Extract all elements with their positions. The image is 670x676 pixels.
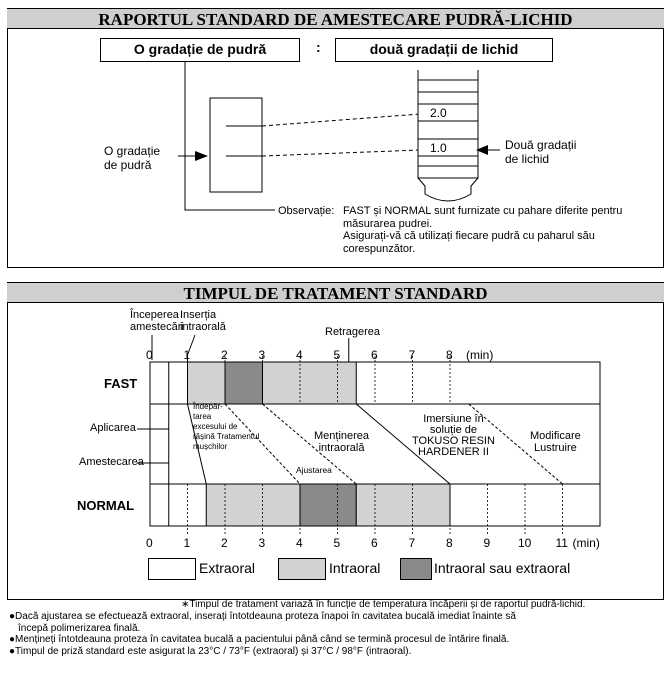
connector-insert [187,403,207,485]
step-remove-excess: Îndepăr- tarea excesului de rășină Trata… [193,402,260,451]
bottom-tick-label: 3 [259,536,266,550]
legend-label-extraoral: Extraoral [199,560,256,576]
liquid-drops-box: două gradații de lichid [335,38,553,62]
legend-label-either: Intraoral sau extraoral [434,560,571,576]
footnotes: ●Dacă ajustarea se efectuează extraoral,… [9,611,516,657]
footnote-adjustment-cont: începă polimerizarea finală. [18,622,141,634]
legend-swatch-extraoral [148,558,196,580]
treatment-timeline: 0 1 2 3 4 5 6 7 8 (min) 0 1 2 3 4 5 6 7 8 9 10 11 (min) [137,334,601,550]
bottom-tick-label: 4 [296,536,303,550]
top-tick-label: 0 [146,348,153,362]
powder-arrow [195,151,208,161]
vial-mark-1: 1.0 [430,141,447,155]
top-tick-label: 1 [184,348,191,362]
note-leader-line [184,62,275,211]
bottom-tick-label: 5 [334,536,341,550]
step-adjustment: Ajustarea [296,465,332,475]
step-intraoral-keep: Menținerea intraorală [314,430,370,454]
top-tick-label: 7 [409,348,416,362]
legend-swatch-either [400,558,432,580]
powder-label: O gradație de pudră [104,144,161,172]
top-tick-label: 4 [296,348,303,362]
liquid-arrow [476,145,488,155]
fast-either-segment [224,361,263,405]
insert-leader [187,334,196,356]
liquid-vial [417,70,479,202]
footnote-setting-time: ●Timpul de priză standard este asigurat … [9,645,412,657]
ratio-colon: : [316,39,321,55]
top-tick-label: 6 [371,348,378,362]
top-tick-label: 8 [446,348,453,362]
row-label-normal: NORMAL [77,498,135,513]
fast-intraoral-segment-2 [262,361,357,405]
connector-adjust-start [224,403,301,485]
mixing-diagram [178,62,500,211]
label-intraoral-insertion: Inserția intraorală [180,309,226,333]
row-label-fast: FAST [104,376,138,391]
connector-polish [468,403,563,485]
connector-adjust-end [262,403,357,485]
bottom-tick-label: 8 [446,536,453,550]
side-label-application: Aplicarea [90,422,136,434]
step-polishing: Modificare Lustruire [530,430,581,454]
top-tick-label: 2 [221,348,228,362]
bottom-tick-label: 2 [221,536,228,550]
liquid-label: Două gradații de lichid [505,138,577,166]
top-tick-label: 5 [334,348,341,362]
fast-intraoral-segment-1 [187,361,226,405]
treatment-time-title: TIMPUL DE TRATAMENT STANDARD [7,282,664,303]
footnote-variation: ∗Timpul de tratament variază în funcție … [181,599,586,610]
bottom-tick-label: 10 [518,536,532,550]
powder-scoop [209,97,263,193]
bottom-tick-label: 11 [556,536,569,550]
bottom-tick-label: 1 [184,536,191,550]
legend-label-intraoral: Intraoral [329,560,381,576]
vial-mark-2: 2.0 [430,106,447,120]
label-start-mixing: Începerea amestecări [130,309,184,333]
legend-swatch-intraoral [278,558,326,580]
bottom-tick-label: 9 [484,536,491,550]
footnote-keep-mouth: ●Mențineți întotdeauna proteza în cavita… [9,634,510,645]
step-immersion: Imersiune în soluție de TOKUSO RESIN HAR… [412,413,495,458]
top-unit-label: (min) [466,348,493,362]
label-removal: Retragerea [325,326,381,338]
bottom-tick-label: 7 [409,536,416,550]
note-text: FAST și NORMAL sunt furnizate cu pahare … [343,205,623,255]
bottom-tick-label: 0 [146,536,153,550]
normal-intraoral-segment-1 [205,483,301,527]
top-tick-label: 3 [259,348,266,362]
normal-intraoral-segment-2 [355,483,451,527]
bottom-tick-label: 6 [371,536,378,550]
footnote-adjustment: ●Dacă ajustarea se efectuează extraoral,… [9,611,516,622]
connector-remove [355,403,451,485]
mixing-ratio-title: RAPORTUL STANDARD DE AMESTECARE PUDRĂ-LI… [7,8,664,29]
side-label-mixing: Amestecarea [79,456,144,468]
bottom-unit-label: (min) [573,536,600,550]
powder-scoop-box: O gradație de pudră [100,38,300,62]
normal-either-segment [299,483,357,527]
note-prefix: Observație: [278,205,335,217]
